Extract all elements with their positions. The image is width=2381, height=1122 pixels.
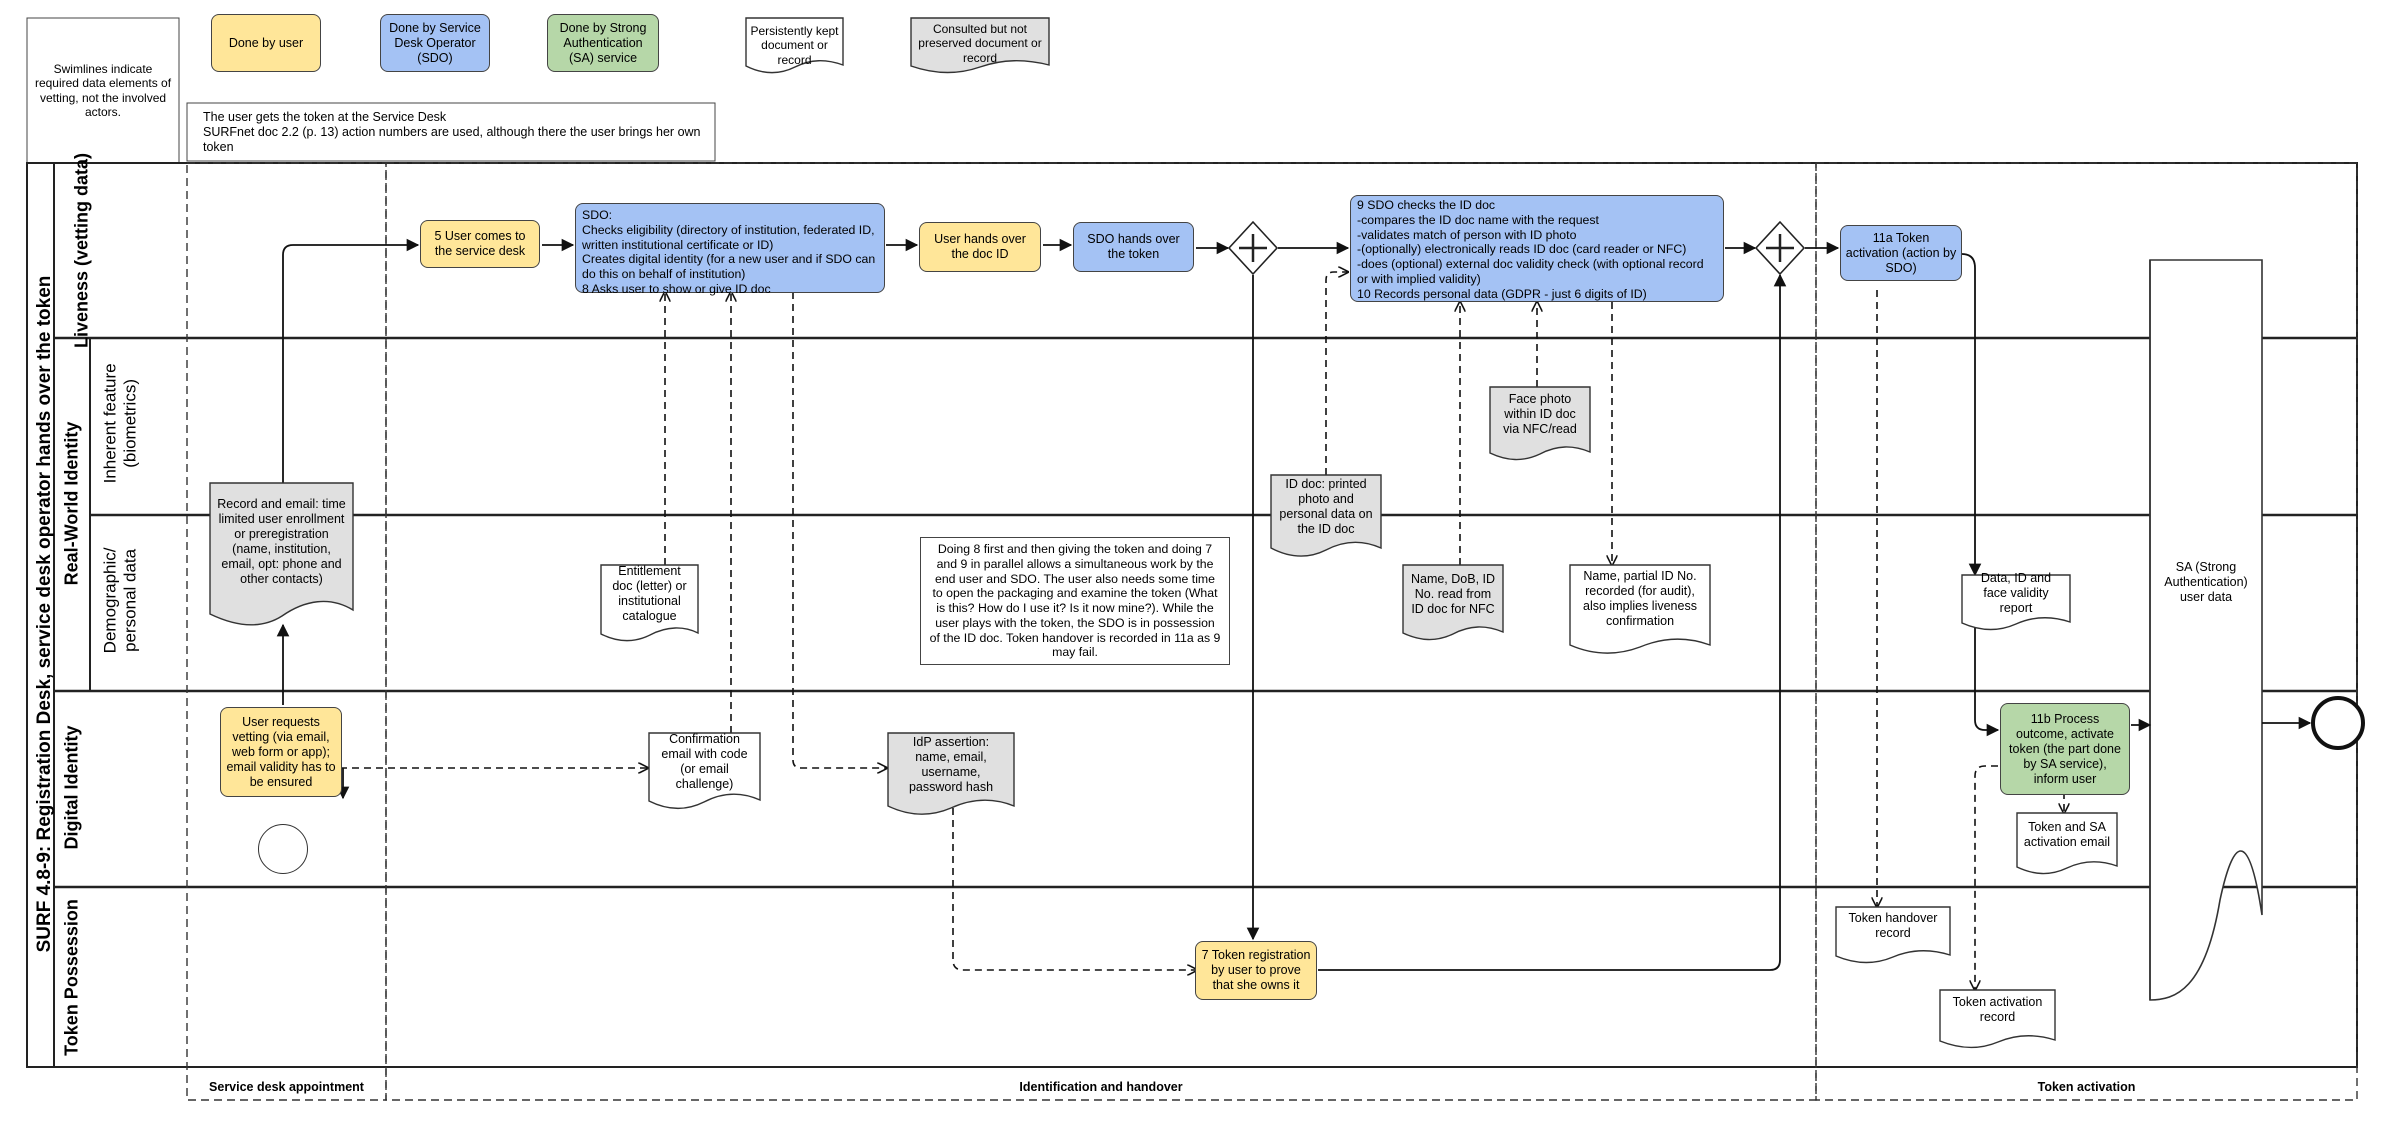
doc-shape-token-activation-record — [1939, 989, 2056, 1049]
doc-record-email: Record and email: time limited user enro… — [210, 483, 353, 613]
legend-doc-persistent-shape — [745, 17, 844, 74]
legend-note-frame — [26, 17, 180, 164]
doc-shape-token-sa-email — [2016, 812, 2118, 875]
sa-user-data-label: SA (Strong Authentication) user data — [2164, 560, 2248, 604]
doc-idp-assertion: IdP assertion: name, email, username, pa… — [888, 733, 1014, 808]
legend-persistent-doc: Persistently kept document or record — [750, 24, 839, 67]
doc-name-dob-text: Name, DoB, ID No. read from ID doc for N… — [1410, 571, 1496, 616]
sa-user-data-store — [2149, 259, 2263, 1001]
task-token-activation[interactable]: 11a Token activation (action by SDO) — [1840, 225, 1962, 281]
doc-shape-name-partial — [1569, 564, 1711, 654]
doc-shape-face-photo — [1489, 386, 1591, 461]
lane-real-world-identity: Real-World Identity — [61, 421, 82, 586]
doc-shape-token-handover — [1835, 906, 1951, 964]
task-sdo-checks-eligibility[interactable]: SDO: Checks eligibility (directory of in… — [575, 203, 885, 296]
doc-shape-id-doc — [1270, 474, 1382, 557]
doc-face-photo: Face photo within ID doc via NFC/read — [1490, 387, 1590, 453]
doc-name-dob: Name, DoB, ID No. read from ID doc for N… — [1403, 565, 1503, 635]
phase-appointment-frame — [186, 162, 387, 1101]
phase-activation: Token activation — [2037, 1080, 2136, 1094]
scenario-note: The user gets the token at the Service D… — [203, 110, 701, 154]
task-user-hands-doc[interactable]: User hands over the doc ID — [919, 222, 1041, 272]
doc-name-partial: Name, partial ID No. recorded (for audit… — [1570, 565, 1710, 645]
doc-face-photo-text: Face photo within ID doc via NFC/read — [1503, 391, 1577, 436]
phase-identification: Identification and handover — [1019, 1080, 1183, 1094]
lane-inherent-feature: Inherent feature (biometrics) — [100, 363, 140, 484]
doc-data-report: Data, ID and face validity report — [1962, 571, 2070, 623]
doc-token-sa-email-text: Token and SA activation email — [2023, 819, 2111, 849]
swimlanes-note: Swimlines indicate required data element… — [34, 62, 172, 120]
legend-consulted-doc: Consulted but not preserved document or … — [918, 22, 1042, 65]
doc-record-email-text: Record and email: time limited user enro… — [217, 497, 346, 586]
doc-idp-assertion-text: IdP assertion: name, email, username, pa… — [908, 734, 994, 794]
start-event — [258, 824, 308, 874]
doc-shape-entitlement — [600, 564, 699, 642]
legend-doc-consulted-shape — [910, 17, 1050, 74]
parallel-gateway-2 — [1754, 220, 1806, 276]
parallel-work-note: Doing 8 first and then giving the token … — [920, 537, 1230, 665]
scenario-note-frame — [186, 102, 716, 162]
doc-shape-idp-assertion — [887, 732, 1015, 815]
doc-confirmation-email-text: Confirmation email with code (or email c… — [661, 732, 748, 791]
doc-token-handover: Token handover record — [1836, 907, 1950, 957]
task-sdo-hands-token[interactable]: SDO hands over the token — [1073, 222, 1194, 272]
doc-confirmation-email: Confirmation email with code (or email c… — [649, 732, 760, 803]
doc-entitlement-text: Entitlement doc (letter) or institutiona… — [612, 564, 687, 623]
end-event — [2311, 696, 2365, 750]
legend-sa-task: Done by Strong Authentication (SA) servi… — [547, 14, 659, 72]
parallel-gateway-1 — [1227, 220, 1279, 276]
doc-shape-name-dob — [1402, 564, 1504, 641]
legend-user-task: Done by user — [211, 14, 321, 72]
pool-title: SURF 4.8-9: Registration Desk, service d… — [34, 275, 55, 953]
lane-token-possession: Token Possession — [61, 899, 82, 1056]
doc-entitlement: Entitlement doc (letter) or institutiona… — [601, 564, 698, 635]
doc-shape-confirmation-email — [648, 732, 761, 809]
doc-token-sa-email: Token and SA activation email — [2017, 813, 2117, 868]
phase-activation-frame — [1815, 162, 2358, 1101]
lane-liveness: Liveness (vetting data) — [71, 152, 92, 349]
doc-name-partial-text: Name, partial ID No. recorded (for audit… — [1583, 569, 1697, 628]
doc-token-activation-record: Token activation record — [1940, 990, 2055, 1042]
task-user-comes[interactable]: 5 User comes to the service desk — [420, 220, 540, 268]
doc-id-doc-text: ID doc: printed photo and personal data … — [1279, 476, 1373, 536]
doc-token-activation-record-text: Token activation record — [1952, 995, 2043, 1024]
doc-shape-record-email — [209, 482, 354, 626]
lane-digital-identity: Digital Identity — [61, 725, 82, 850]
task-sdo-checks-id-doc[interactable]: 9 SDO checks the ID doc -compares the ID… — [1350, 195, 1724, 302]
doc-token-handover-text: Token handover record — [1848, 911, 1938, 940]
lane-demographic: Demographic/ personal data — [100, 547, 140, 654]
task-user-requests-vetting[interactable]: User requests vetting (via email, web fo… — [220, 707, 342, 797]
legend-sdo-task: Done by Service Desk Operator (SDO) — [380, 14, 490, 72]
doc-data-report-text: Data, ID and face validity report — [1980, 570, 2052, 615]
task-process-outcome[interactable]: 11b Process outcome, activate token (the… — [2000, 703, 2130, 795]
phase-appointment: Service desk appointment — [209, 1080, 364, 1094]
doc-shape-data-report — [1961, 574, 2071, 631]
task-token-registration[interactable]: 7 Token registration by user to prove th… — [1195, 941, 1317, 1000]
doc-id-doc: ID doc: printed photo and personal data … — [1271, 475, 1381, 550]
